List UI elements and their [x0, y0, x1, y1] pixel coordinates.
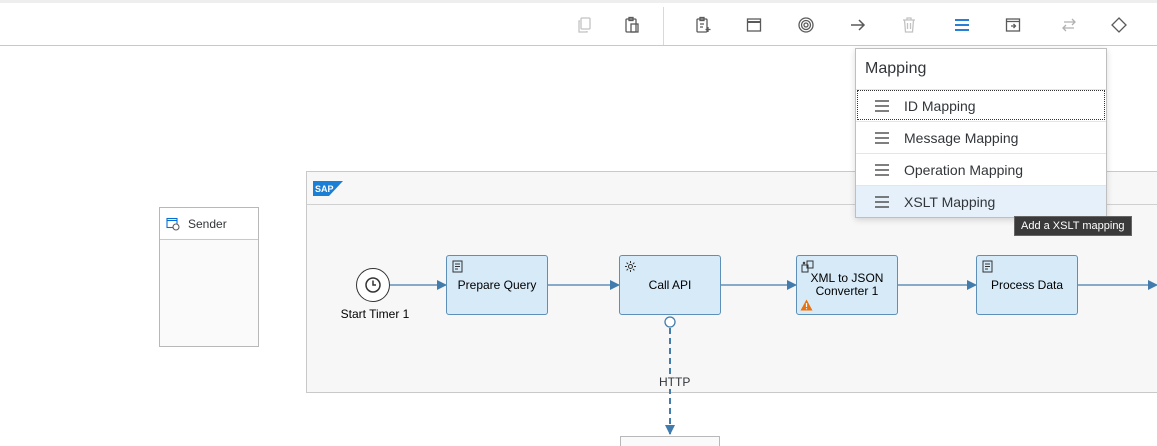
step-prepare-query[interactable]: Prepare Query — [446, 255, 548, 315]
delete-button[interactable] — [895, 11, 923, 39]
window-button[interactable] — [740, 11, 768, 39]
mapping-menu-button[interactable] — [948, 11, 976, 39]
converter-icon — [801, 260, 814, 273]
menu-item-label: ID Mapping — [904, 97, 976, 114]
step-label: Prepare Query — [457, 278, 537, 292]
copy-icon — [578, 17, 591, 33]
gateway-icon — [1111, 17, 1127, 33]
call-icon — [1005, 18, 1021, 32]
menu-title: Mapping — [865, 60, 927, 77]
step-label: Call API — [648, 278, 692, 292]
menu-lines-icon — [875, 131, 889, 144]
sender-participant[interactable]: Sender — [159, 207, 259, 347]
start-timer-label: Start Timer 1 — [340, 307, 410, 321]
step-call-api[interactable]: Call API — [619, 255, 721, 315]
arrow-right-icon — [851, 19, 866, 31]
paste-button[interactable] — [618, 11, 646, 39]
gateway-button[interactable] — [1105, 11, 1133, 39]
mapping-menu-icon — [955, 19, 969, 31]
step-label: XML to JSON Converter 1 — [810, 271, 884, 298]
target-icon — [798, 17, 814, 33]
gear-icon — [625, 261, 636, 272]
sender-header: Sender — [160, 208, 258, 240]
clock-icon — [365, 277, 381, 293]
add-clipboard-button[interactable] — [689, 11, 717, 39]
sender-icon — [166, 217, 180, 231]
window-icon — [746, 18, 762, 32]
menu-lines-icon — [875, 195, 889, 208]
warning-icon — [800, 299, 813, 311]
connector-button[interactable] — [844, 11, 872, 39]
step-process-data[interactable]: Process Data — [976, 255, 1078, 315]
add-clipboard-icon — [696, 16, 711, 33]
exchange-icon — [1062, 18, 1076, 32]
event-button[interactable] — [792, 11, 820, 39]
step-label: Process Data — [990, 278, 1064, 292]
script-icon — [452, 260, 463, 273]
start-timer-event[interactable] — [356, 268, 390, 302]
exchange-button[interactable] — [1055, 11, 1083, 39]
paste-icon — [625, 16, 639, 33]
sap-logo-text: SAP — [315, 184, 334, 194]
menu-item-label: Message Mapping — [904, 129, 1019, 146]
toolbar-separator — [663, 7, 664, 45]
menu-item-label: Operation Mapping — [904, 161, 1024, 178]
menu-lines-icon — [875, 99, 889, 112]
mapping-dropdown-menu: Mapping ID Mapping Message Mapping Opera… — [855, 48, 1107, 218]
call-button[interactable] — [999, 11, 1027, 39]
menu-item-message-mapping[interactable]: Message Mapping — [856, 121, 1106, 153]
copy-button[interactable] — [571, 11, 599, 39]
menu-item-id-mapping[interactable]: ID Mapping — [856, 89, 1106, 121]
palette-toolbar — [0, 0, 1157, 46]
xslt-mapping-tooltip: Add a XSLT mapping — [1014, 216, 1132, 236]
sap-logo: SAP — [313, 181, 343, 196]
http-connection-label: HTTP — [659, 375, 691, 389]
delete-icon — [903, 17, 915, 33]
sender-label: Sender — [188, 216, 227, 231]
step-xml-to-json-converter[interactable]: XML to JSON Converter 1 — [796, 255, 898, 315]
menu-item-xslt-mapping[interactable]: XSLT Mapping — [856, 185, 1106, 217]
script-icon — [982, 260, 993, 273]
pool-header: SAP — [307, 172, 1157, 205]
receiver-participant[interactable] — [620, 436, 720, 446]
menu-item-operation-mapping[interactable]: Operation Mapping — [856, 153, 1106, 185]
menu-item-label: XSLT Mapping — [904, 193, 996, 210]
menu-lines-icon — [875, 163, 889, 176]
